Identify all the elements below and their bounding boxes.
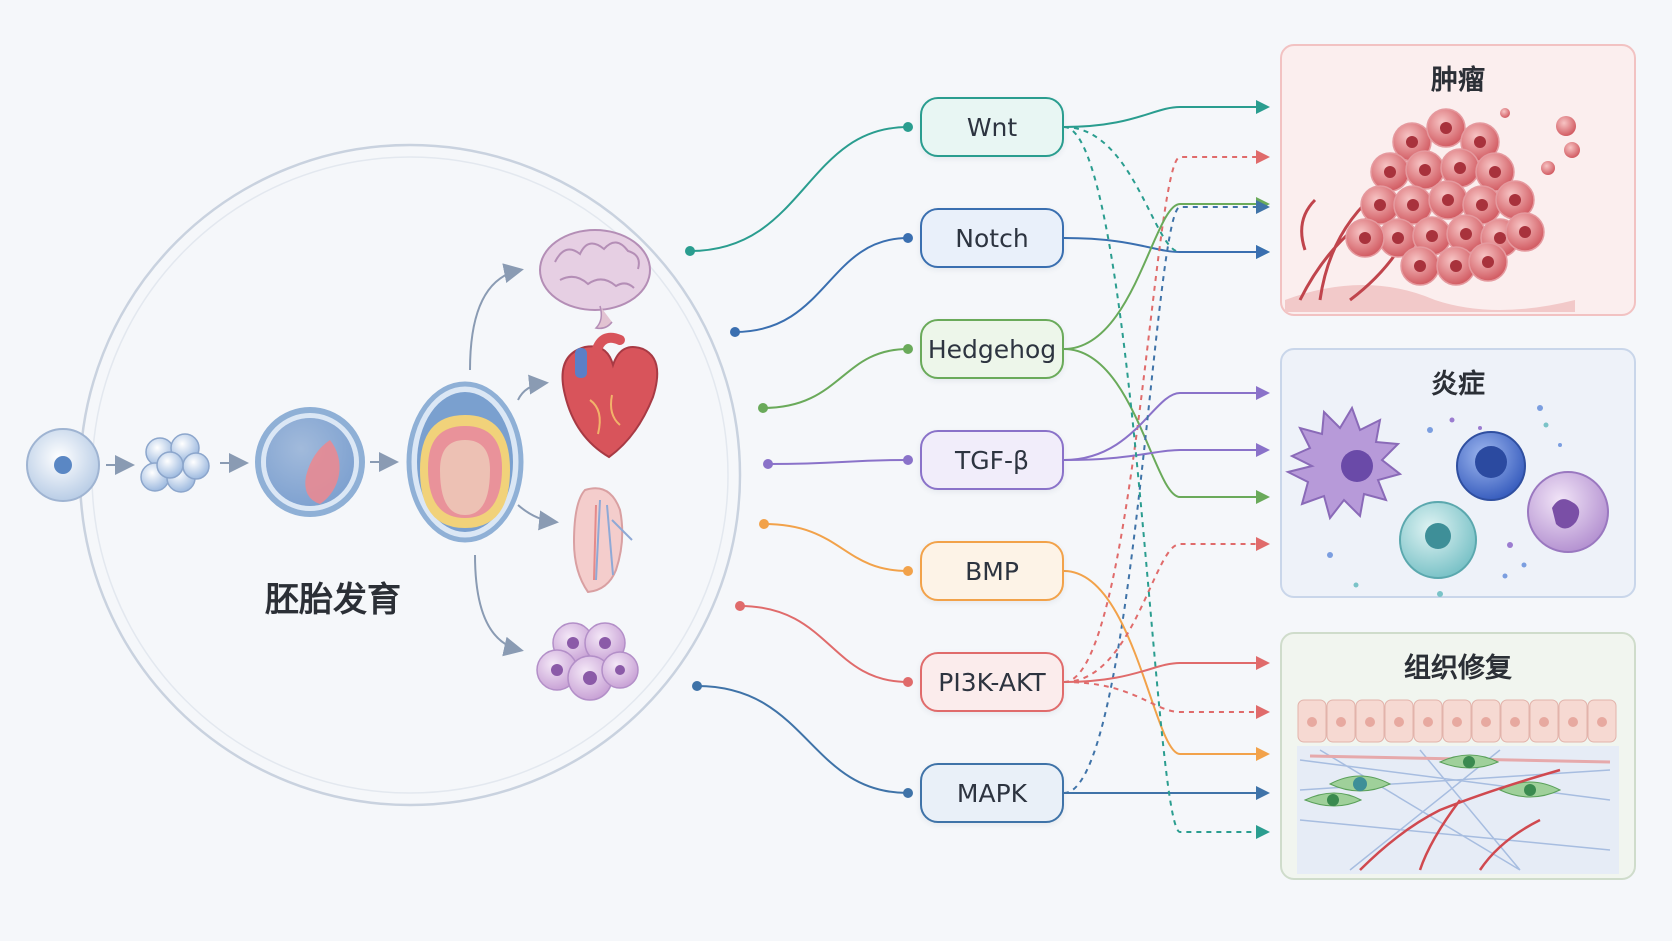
connector-out-9	[1063, 570, 1258, 755]
pathway-box-notch: Notch	[920, 208, 1064, 268]
morula-icon	[140, 433, 210, 493]
connector-out-12	[1063, 681, 1258, 713]
connector-dot	[903, 233, 913, 243]
connector-out-2	[1063, 237, 1258, 253]
blastocyst-icon	[255, 407, 365, 517]
arrow-head	[1256, 825, 1270, 839]
center-label: 胚胎发育	[265, 580, 401, 620]
pathway-box-hedgehog: Hedgehog	[920, 319, 1064, 379]
connector-out-7	[1063, 449, 1258, 461]
connector-dot	[692, 681, 702, 691]
arrow-head	[1256, 786, 1270, 800]
heart-icon	[561, 332, 659, 459]
gastrula-icon	[406, 381, 524, 543]
arrow-head	[1256, 705, 1270, 719]
connector-in-1	[734, 237, 909, 333]
connector-dot	[735, 601, 745, 611]
connector-dot	[903, 788, 913, 798]
arrow-head	[1256, 537, 1270, 551]
connector-in-0	[689, 126, 909, 252]
connector-in-6	[696, 685, 909, 794]
connector-out-5	[1063, 348, 1258, 498]
connector-out-1	[1063, 126, 1258, 253]
connector-out-6	[1063, 392, 1258, 461]
pathway-box-tgf-: TGF-β	[920, 430, 1064, 490]
connector-out-8	[1063, 206, 1258, 794]
connector-in-4	[763, 523, 909, 572]
limb-tissue-icon	[572, 487, 633, 594]
pathway-to-outcome-connectors	[1063, 100, 1270, 839]
arrow-head	[1256, 656, 1270, 670]
arrow-head	[1256, 200, 1270, 214]
connector-dot	[903, 344, 913, 354]
connector-dot	[759, 519, 769, 529]
connector-out-10	[1063, 543, 1258, 683]
arrow-head	[1256, 245, 1270, 259]
arrow-head	[1256, 150, 1270, 164]
connector-dot	[903, 122, 913, 132]
brain-icon	[539, 229, 651, 330]
connector-dot	[730, 327, 740, 337]
connector-out-3	[1063, 156, 1258, 683]
inflammation-illustration	[1285, 405, 1609, 597]
pathway-box-mapk: MAPK	[920, 763, 1064, 823]
connector-in-5	[739, 605, 909, 683]
arrow-head	[1256, 747, 1270, 761]
arrow-head	[1256, 386, 1270, 400]
arrow-head	[1256, 100, 1270, 114]
connector-dot	[903, 677, 913, 687]
tumor-illustration	[1285, 108, 1580, 312]
connector-in-3	[767, 459, 909, 465]
connector-dot	[758, 403, 768, 413]
outcome-title-inflammation: 炎症	[1431, 369, 1485, 400]
zygote-icon	[26, 428, 100, 502]
arrow-head	[1256, 443, 1270, 457]
connector-dot	[685, 246, 695, 256]
stem-cell-cluster-icon	[536, 622, 639, 701]
connector-out-11	[1063, 662, 1258, 683]
outcome-title-tumor: 肿瘤	[1431, 65, 1485, 96]
tissue-repair-illustration	[1297, 699, 1619, 874]
connector-out-4	[1063, 203, 1258, 350]
outcome-title-tissue-repair: 组织修复	[1404, 653, 1512, 684]
connector-out-0	[1063, 106, 1258, 128]
connector-dot	[903, 455, 913, 465]
pathway-box-wnt: Wnt	[920, 97, 1064, 157]
connector-in-2	[762, 348, 909, 409]
pathway-box-pi3k-akt: PI3K-AKT	[920, 652, 1064, 712]
embryo-to-pathway-connectors	[685, 122, 913, 798]
pathway-box-bmp: BMP	[920, 541, 1064, 601]
connector-dot	[763, 459, 773, 469]
connector-out-14	[1063, 126, 1258, 833]
connector-dot	[903, 566, 913, 576]
arrow-head	[1256, 490, 1270, 504]
